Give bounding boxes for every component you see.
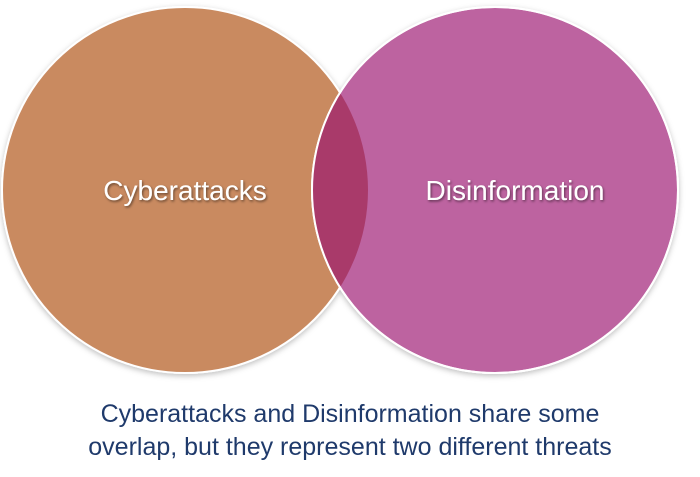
disinformation-label: Disinformation — [426, 175, 605, 206]
venn-diagram: Cyberattacks Disinformation — [1, 6, 679, 374]
caption: Cyberattacks and Disinformation share so… — [0, 398, 700, 464]
disinformation-circle-outline — [311, 6, 679, 374]
cyberattacks-label: Cyberattacks — [103, 175, 266, 206]
caption-line-1: Cyberattacks and Disinformation share so… — [100, 400, 600, 428]
caption-line-2: overlap, but they represent two differen… — [88, 433, 612, 461]
